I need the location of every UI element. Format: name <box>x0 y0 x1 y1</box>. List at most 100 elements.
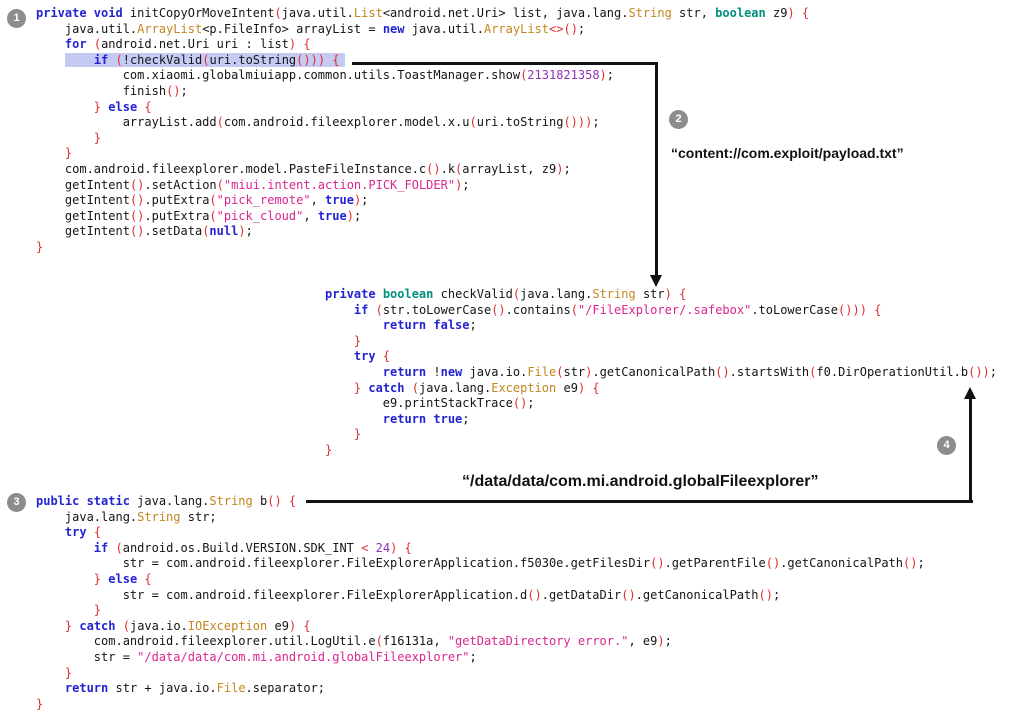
code-token: () <box>267 494 282 508</box>
code-line: e9.printStackTrace(); <box>325 396 997 412</box>
code-token: str; <box>180 509 217 524</box>
code-token: java.lang. <box>64 509 138 524</box>
code-token: ()) <box>968 364 990 379</box>
code-token: ( <box>411 380 419 395</box>
code-token <box>672 287 679 301</box>
code-token: } <box>325 442 333 457</box>
code-block-dirOperationUtil-b: public static java.lang.String b() { jav… <box>36 494 925 712</box>
code-line: } <box>36 240 809 256</box>
code-token: arrayList, z9 <box>462 161 557 176</box>
code-token: ; <box>527 396 535 411</box>
code-token: } <box>93 130 102 145</box>
code-token: java.io. <box>129 618 188 633</box>
code-line: } <box>36 146 809 162</box>
code-token: ( <box>216 177 224 192</box>
code-line: java.lang.String str; <box>36 510 925 526</box>
code-token: () <box>903 556 918 571</box>
code-token: , <box>310 193 326 208</box>
code-token: () <box>758 587 773 602</box>
code-token: ())) <box>563 115 593 130</box>
code-token: str.toLowerCase <box>382 302 492 317</box>
code-token: { <box>592 380 600 395</box>
code-token: { <box>874 302 882 317</box>
code-token: ) <box>599 68 607 83</box>
code-line: getIntent().setAction("miui.intent.actio… <box>36 178 809 194</box>
code-token: ArrayList <box>137 21 203 36</box>
step-marker-2: 2 <box>669 110 688 129</box>
step-marker-1: 1 <box>7 9 26 28</box>
code-token: "pick_cloud" <box>216 208 304 223</box>
code-line: private void initCopyOrMoveIntent(java.u… <box>36 6 809 22</box>
code-token: else <box>108 571 138 586</box>
code-token: true <box>317 208 347 223</box>
code-token: ) <box>288 618 297 633</box>
code-token: ( <box>556 364 564 379</box>
code-token: str <box>635 287 665 301</box>
code-token <box>405 381 412 395</box>
code-token: ArrayList <box>483 21 550 36</box>
code-token: new <box>382 21 405 36</box>
code-token: <android.net.Uri> list, java.lang. <box>382 6 629 20</box>
code-token: () <box>129 193 145 208</box>
code-token: str, <box>671 6 716 20</box>
code-token: e9 <box>556 380 578 395</box>
code-line: return str + java.io.File.separator; <box>36 681 925 697</box>
code-token: File <box>527 364 557 379</box>
code-token <box>116 619 123 633</box>
code-token: .contains <box>505 302 571 317</box>
code-token: } <box>353 333 362 348</box>
code-token: getIntent <box>64 177 130 192</box>
code-block-checkValid: private boolean checkValid(java.lang.Str… <box>325 287 997 459</box>
code-token: else <box>108 99 138 114</box>
code-token: () <box>621 587 636 602</box>
code-token <box>795 6 802 20</box>
code-token: !checkValid <box>122 52 203 67</box>
code-token: "/data/data/com.mi.android.globalFileexp… <box>137 649 470 664</box>
code-token: ) <box>346 208 354 223</box>
code-token: .getParentFile <box>664 556 766 571</box>
code-token: () <box>512 396 528 411</box>
code-token: ( <box>122 618 130 633</box>
code-token: e9.printStackTrace <box>382 396 513 411</box>
code-token: return false <box>382 318 470 333</box>
code-token: ; <box>462 411 470 426</box>
code-token: { <box>288 494 297 508</box>
code-line: try { <box>36 525 925 541</box>
code-token: () <box>527 587 542 602</box>
code-token: android.net.Uri uri : list <box>101 37 289 52</box>
code-token: ( <box>202 52 210 67</box>
code-token: ( <box>209 193 217 208</box>
code-token: if <box>353 302 369 317</box>
code-token: } <box>353 380 362 395</box>
code-token: if <box>93 52 109 67</box>
code-token: "pick_remote" <box>216 193 311 208</box>
arrow-up-head-icon <box>964 387 976 399</box>
code-token: ; <box>361 193 369 208</box>
code-line: } else { <box>36 100 809 116</box>
code-token: "/FileExplorer/.safebox" <box>577 302 752 317</box>
code-token: uri.toString <box>209 52 297 67</box>
code-token: } <box>353 427 362 442</box>
code-token: com.android.fileexplorer.model.x.u <box>223 115 470 130</box>
code-token: str + java.io. <box>108 681 217 696</box>
code-line: } <box>36 697 925 713</box>
code-line: if (!checkValid(uri.toString())) { <box>36 52 809 69</box>
code-token: new <box>440 364 463 379</box>
code-token: f16131a, <box>382 634 448 649</box>
code-token: f0.DirOperationUtil.b <box>816 364 969 379</box>
code-token: ; <box>592 115 600 130</box>
code-token: , e9 <box>628 634 658 649</box>
arrow-segment <box>352 62 658 65</box>
code-token: 24 <box>375 540 391 555</box>
code-token: } <box>93 603 102 618</box>
code-token: () <box>426 161 441 176</box>
code-token: ) <box>455 177 463 192</box>
arrow-segment <box>306 500 973 503</box>
code-token: ; <box>563 161 571 176</box>
code-token: ())) <box>838 302 867 317</box>
code-token: java.lang. <box>129 494 210 508</box>
code-token: ( <box>202 224 210 239</box>
code-token: java.lang. <box>418 380 492 395</box>
code-token: catch <box>79 618 116 633</box>
code-token: ; <box>664 634 672 649</box>
